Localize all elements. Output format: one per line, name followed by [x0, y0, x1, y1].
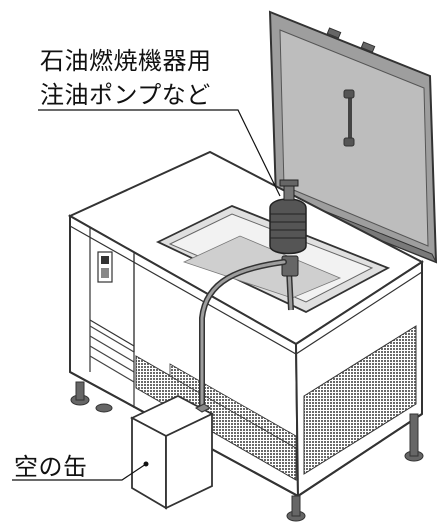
empty-can [129, 394, 215, 510]
can-label: 空の缶 [14, 453, 88, 481]
hose [199, 259, 287, 417]
lid-handle-icon [343, 89, 355, 147]
callout-dot [143, 461, 149, 467]
caster-feet [70, 381, 424, 522]
freezer-cabinet [67, 150, 424, 498]
pump-label-line-1: 石油燃焼機器用 [40, 47, 212, 75]
control-panel-icon [97, 251, 113, 283]
oil-pump [269, 179, 307, 311]
callout-lines [12, 109, 281, 481]
pump-label-line-2: 注油ポンプなど [40, 81, 211, 109]
